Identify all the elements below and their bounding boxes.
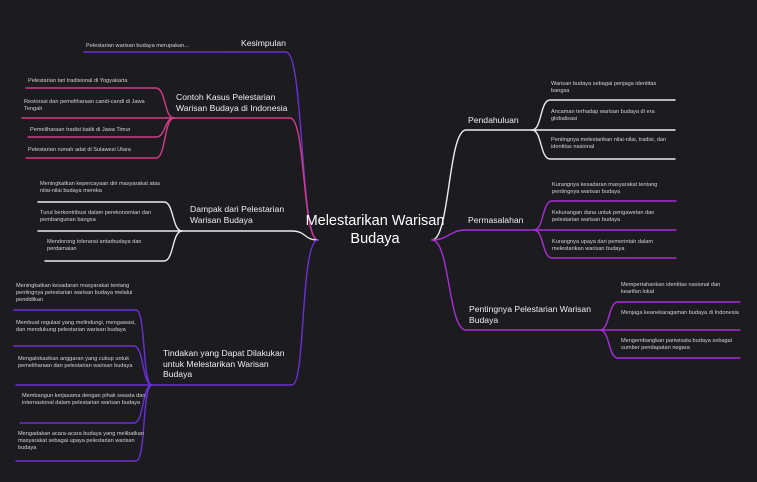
connector-pendahuluan bbox=[431, 129, 533, 241]
leaf-tindakan-1[interactable]: Meningkatkan kesadaran masyarakat tentan… bbox=[16, 283, 133, 304]
branch-kesimpulan[interactable]: Kesimpulan bbox=[241, 38, 286, 48]
leaf-permasalahan-1[interactable]: Kurangnya kesadaran masyarakat tentang p… bbox=[552, 182, 658, 196]
connector-pendahuluan-leaf-3 bbox=[531, 129, 676, 160]
connector-contoh-kasus bbox=[173, 117, 319, 241]
leaf-pendahuluan-2[interactable]: Ancaman terhadap warisan budaya di era g… bbox=[551, 109, 655, 123]
leaf-kesimpulan-1[interactable]: Pelestarian warisan budaya merupakan... bbox=[86, 43, 189, 49]
branch-tindakan[interactable]: Tindakan yang Dapat Dilakukan untuk Mele… bbox=[163, 348, 285, 379]
connector-pentingnya-leaf-3 bbox=[599, 329, 741, 359]
connector-dampak-leaf-1 bbox=[37, 201, 183, 232]
leaf-contoh-kasus-2[interactable]: Restorasi dan pemeliharaan candi-candi d… bbox=[24, 99, 145, 113]
connector-pentingnya bbox=[431, 239, 601, 331]
connector-tindakan bbox=[151, 239, 319, 386]
leaf-dampak-1[interactable]: Meningkatkan kepercayaan diri masyarakat… bbox=[40, 181, 161, 195]
connector-pentingnya-leaf-1 bbox=[599, 301, 741, 331]
connector-contoh-kasus-leaf-1 bbox=[25, 87, 175, 119]
branch-pentingnya[interactable]: Pentingnya Pelestarian Warisan Budaya bbox=[469, 304, 591, 325]
leaf-contoh-kasus-1[interactable]: Pelestarian tari tradisional di Yogyakar… bbox=[28, 78, 128, 84]
leaf-permasalahan-2[interactable]: Kekurangan dana untuk pengawetan dan pel… bbox=[552, 210, 655, 224]
leaf-dampak-2[interactable]: Turut berkontribusi dalam perekonomian d… bbox=[40, 210, 152, 224]
leaf-pendahuluan-3[interactable]: Pentingnya melestarikan nilai-nilai, tra… bbox=[551, 137, 667, 151]
branch-pendahuluan[interactable]: Pendahuluan bbox=[468, 115, 519, 125]
branch-dampak[interactable]: Dampak dari Pelestarian Warisan Budaya bbox=[190, 204, 285, 225]
connector-dampak-leaf-3 bbox=[44, 230, 183, 262]
connector-permasalahan-leaf-3 bbox=[533, 229, 677, 259]
leaf-contoh-kasus-4[interactable]: Pelestarian rumah adat di Sulawesi Utara bbox=[28, 147, 131, 153]
leaf-dampak-3[interactable]: Mendorong toleransi antarbudaya dan perd… bbox=[47, 239, 142, 253]
leaf-pendahuluan-1[interactable]: Warisan budaya sebagai penjaga identitas… bbox=[551, 81, 657, 95]
connector-permasalahan bbox=[431, 229, 535, 241]
connector-pendahuluan-leaf-1 bbox=[531, 99, 676, 131]
leaf-pentingnya-2[interactable]: Menjaga keanekaragaman budaya di Indones… bbox=[621, 310, 739, 316]
leaf-tindakan-2[interactable]: Membuat regulasi yang melindungi, mengaw… bbox=[16, 320, 136, 334]
leaf-pentingnya-3[interactable]: Mengembangkan pariwisata budaya sebagai … bbox=[621, 338, 733, 352]
branch-contoh-kasus[interactable]: Contoh Kasus Pelestarian Warisan Budaya … bbox=[176, 92, 288, 113]
leaf-tindakan-5[interactable]: Mengadakan acara-acara budaya yang melib… bbox=[18, 431, 144, 452]
connector-dampak bbox=[181, 230, 319, 241]
connector-permasalahan-leaf-1 bbox=[533, 200, 677, 231]
connector-tindakan-leaf-5 bbox=[15, 384, 153, 462]
central-topic[interactable]: Melestarikan Warisan Budaya bbox=[305, 213, 445, 247]
leaf-pentingnya-1[interactable]: Mempertahankan identitas nasional dan ke… bbox=[621, 282, 721, 296]
connector-tindakan-leaf-2 bbox=[13, 345, 153, 386]
leaf-contoh-kasus-3[interactable]: Pemeliharaan tradisi batik di Jawa Timur bbox=[30, 127, 131, 133]
leaf-permasalahan-3[interactable]: Kurangnya upaya dari pemerintah dalam me… bbox=[552, 239, 654, 253]
connector-tindakan-leaf-1 bbox=[13, 309, 153, 386]
leaf-tindakan-4[interactable]: Membangun kerjasama dengan pihak swasta … bbox=[22, 393, 146, 407]
leaf-tindakan-3[interactable]: Mengalokasikan anggaran yang cukup untuk… bbox=[18, 356, 133, 370]
branch-permasalahan[interactable]: Permasalahan bbox=[468, 215, 524, 225]
connector-contoh-kasus-leaf-4 bbox=[25, 117, 175, 159]
